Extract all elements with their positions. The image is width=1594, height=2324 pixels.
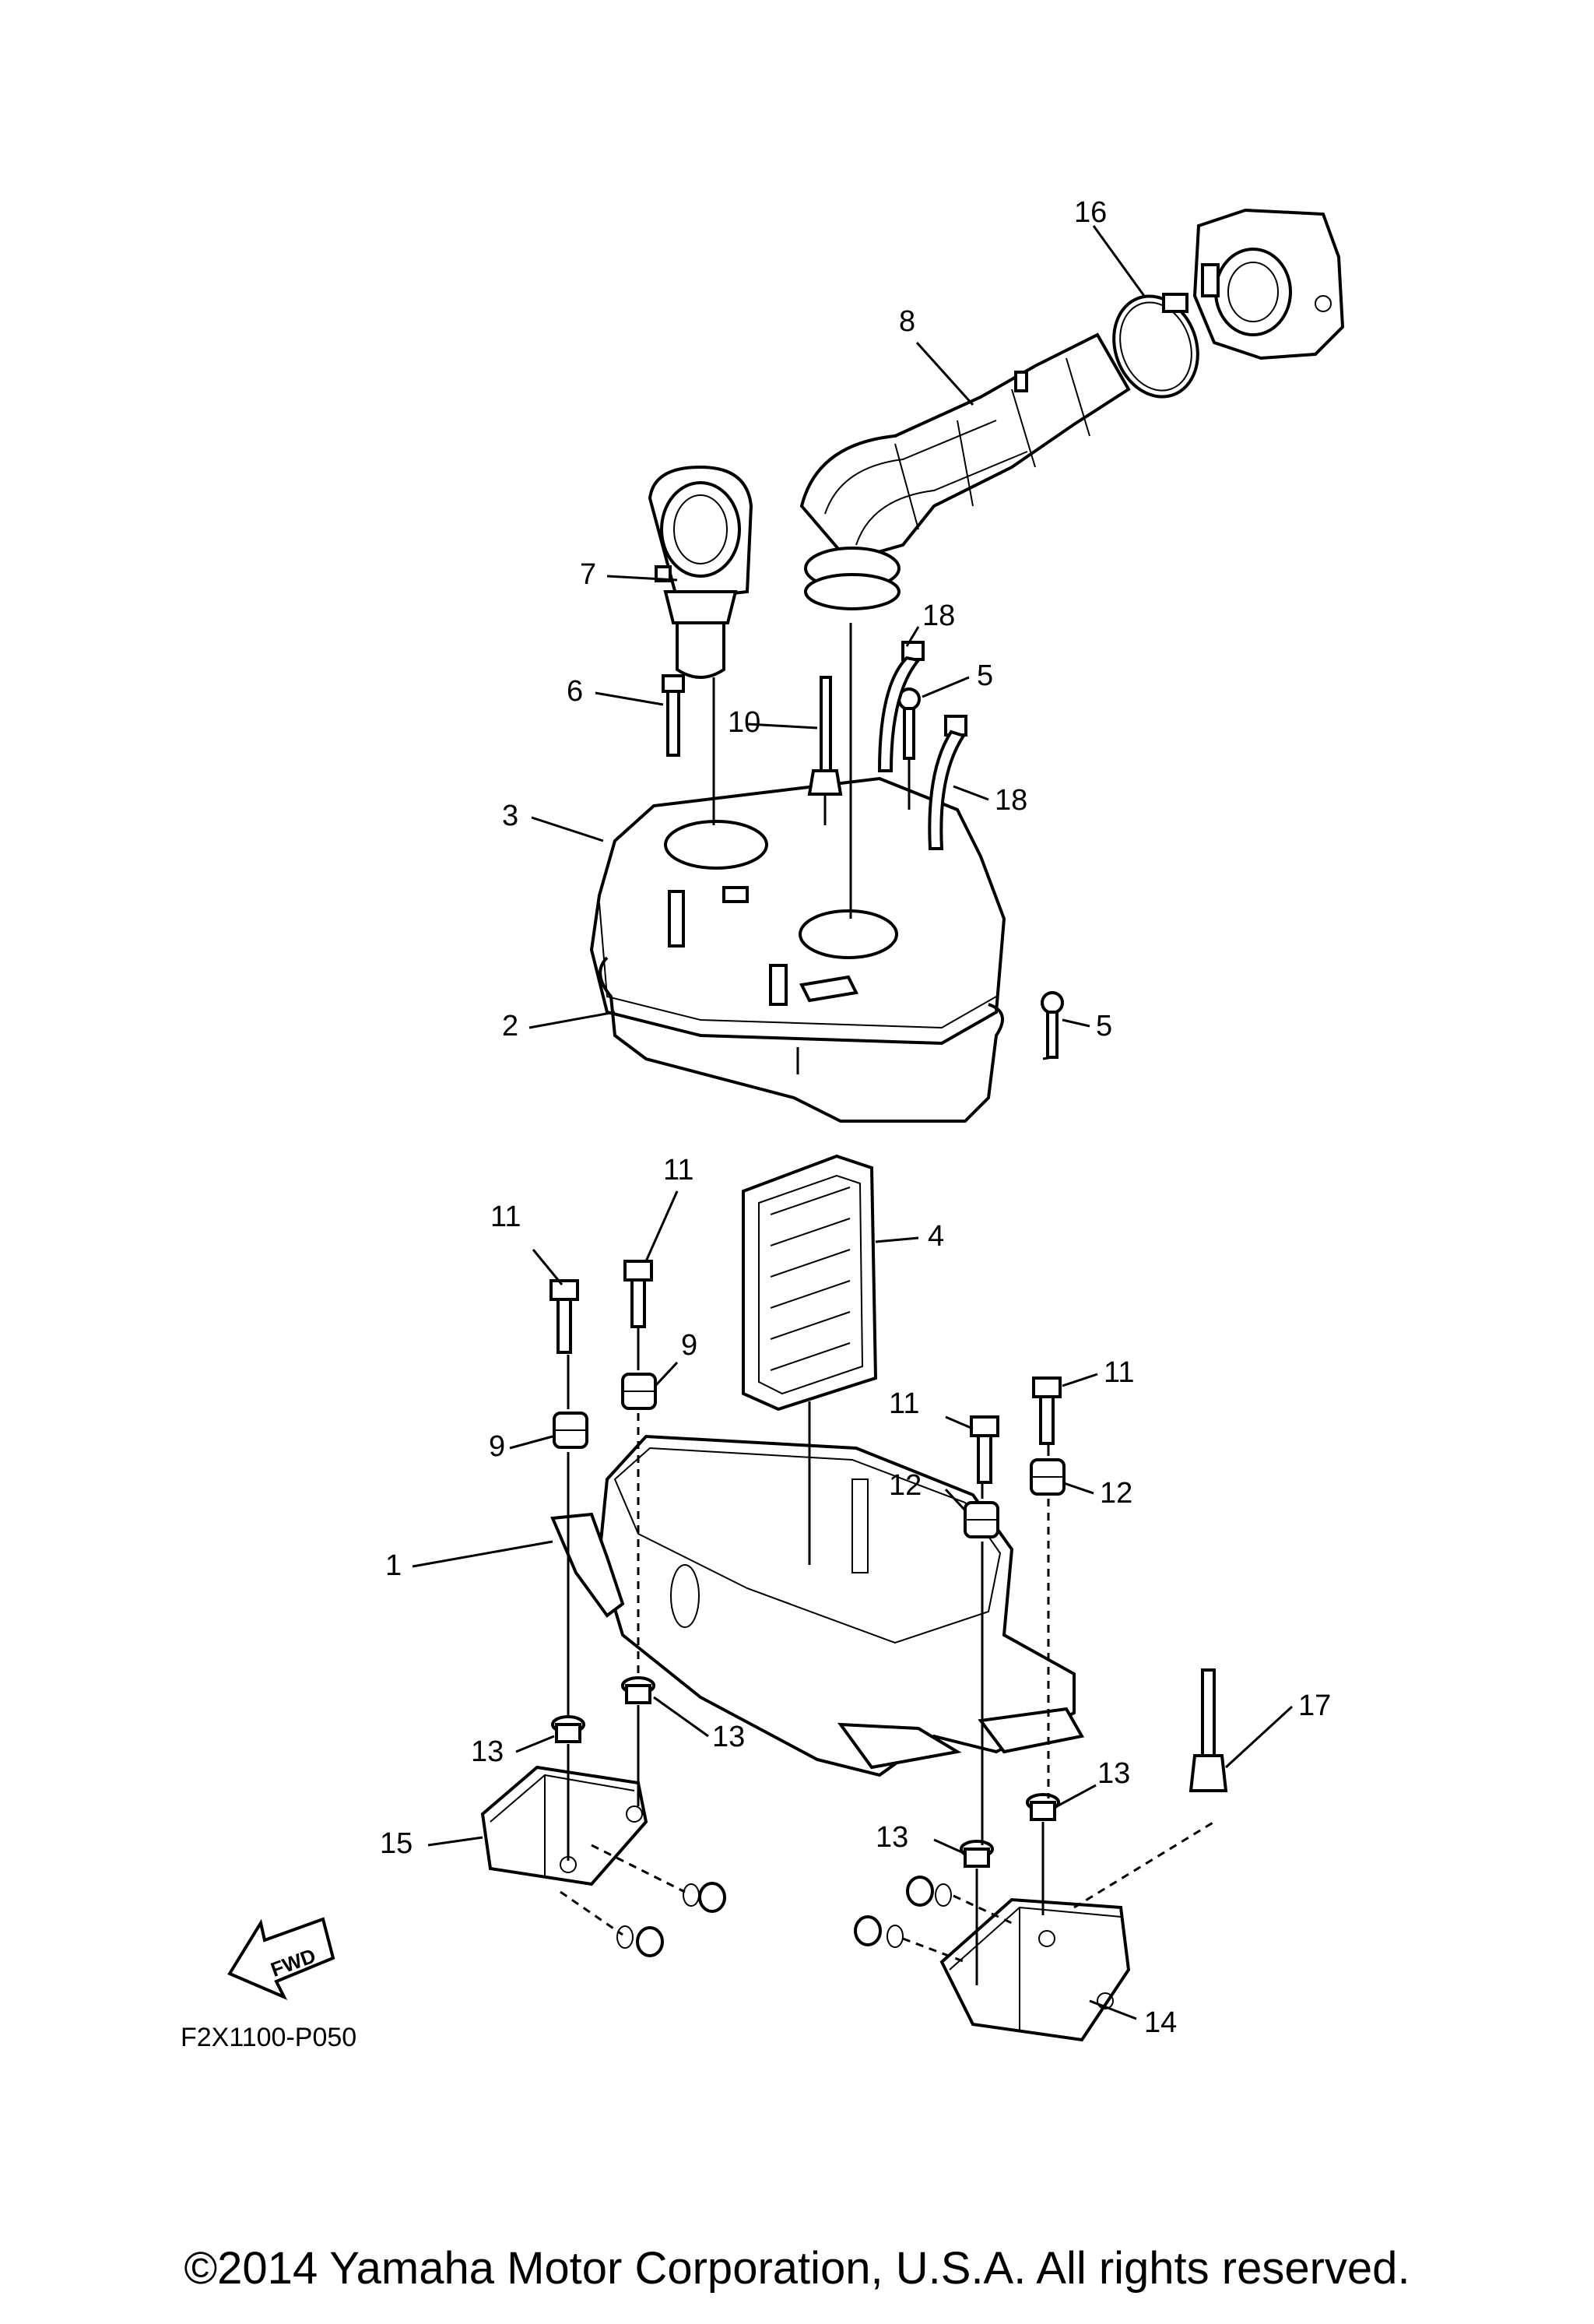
bracket-15	[480, 1765, 648, 1886]
callout-5-lower: 5	[1096, 1010, 1112, 1042]
hose-band-16	[1112, 293, 1199, 399]
clamp-17	[1188, 1668, 1228, 1792]
callout-15: 15	[380, 1827, 413, 1860]
callout-3: 3	[502, 800, 518, 832]
callout-8: 8	[899, 305, 915, 338]
callout-14: 14	[1144, 2006, 1177, 2039]
callout-17: 17	[1298, 1689, 1331, 1722]
callout-2: 2	[502, 1010, 518, 1042]
collar-13-a	[551, 1715, 585, 1743]
collar-13-d	[1026, 1793, 1060, 1821]
callout-10: 10	[728, 706, 760, 739]
callout-11-b: 11	[663, 1154, 693, 1187]
callout-4: 4	[928, 1220, 944, 1253]
callout-7: 7	[580, 558, 596, 591]
bolt-11-d	[1032, 1376, 1062, 1445]
grommet-12-b	[1030, 1458, 1066, 1496]
callout-18-upper: 18	[922, 599, 955, 632]
collar-13-c	[960, 1840, 994, 1868]
grommet-9-b	[621, 1373, 657, 1410]
callout-11-a: 11	[490, 1201, 521, 1233]
throttle-body	[1192, 208, 1345, 360]
callout-13-b: 13	[712, 1721, 745, 1753]
bolt-11-c	[970, 1415, 999, 1484]
callout-9-right: 9	[681, 1329, 697, 1362]
washer-nut-set-right	[854, 1876, 952, 1948]
callout-11-d: 11	[1104, 1356, 1134, 1389]
collar-13-b	[621, 1676, 655, 1704]
screw-5-upper	[897, 687, 921, 760]
bolt-11-a	[549, 1279, 579, 1354]
callout-5-upper: 5	[977, 659, 993, 692]
diagram-code: F2X1100-P050	[181, 2023, 356, 2052]
copyright-notice: ©2014 Yamaha Motor Corporation, U.S.A. A…	[184, 2243, 1410, 2294]
callout-9-left: 9	[489, 1430, 505, 1463]
callout-13-c: 13	[876, 1821, 908, 1854]
band-18-upper	[877, 641, 925, 772]
intake-joint-8	[799, 332, 1131, 610]
bolt-6	[662, 674, 685, 757]
band-18-lower	[928, 715, 967, 850]
clamp-10	[807, 676, 843, 796]
callout-6: 6	[567, 675, 583, 708]
element-4	[742, 1154, 878, 1412]
callout-12-left: 12	[889, 1469, 922, 1502]
gasket-2	[599, 956, 1004, 1123]
callout-13-d: 13	[1097, 1757, 1130, 1790]
callout-12-right: 12	[1100, 1477, 1132, 1510]
washer-nut-set-left	[616, 1882, 726, 1957]
assembly-lines	[560, 623, 1215, 1985]
screw-5-lower	[1041, 991, 1064, 1059]
air-case-cover-3	[589, 776, 1006, 1046]
callout-11-c: 11	[889, 1387, 919, 1420]
bracket-14	[939, 1897, 1131, 2042]
callout-1: 1	[385, 1549, 402, 1582]
callout-16: 16	[1074, 196, 1107, 229]
callout-13-a: 13	[471, 1735, 504, 1768]
intake-joint-7	[648, 465, 753, 679]
fwd-arrow: FWD	[227, 1917, 335, 2000]
callout-18-lower: 18	[995, 784, 1027, 817]
air-case-1	[550, 1434, 1085, 1777]
grommet-9-a	[553, 1412, 588, 1449]
leader-lines	[412, 225, 1294, 2020]
grommet-12-a	[964, 1501, 999, 1538]
bolt-11-b	[623, 1260, 653, 1328]
